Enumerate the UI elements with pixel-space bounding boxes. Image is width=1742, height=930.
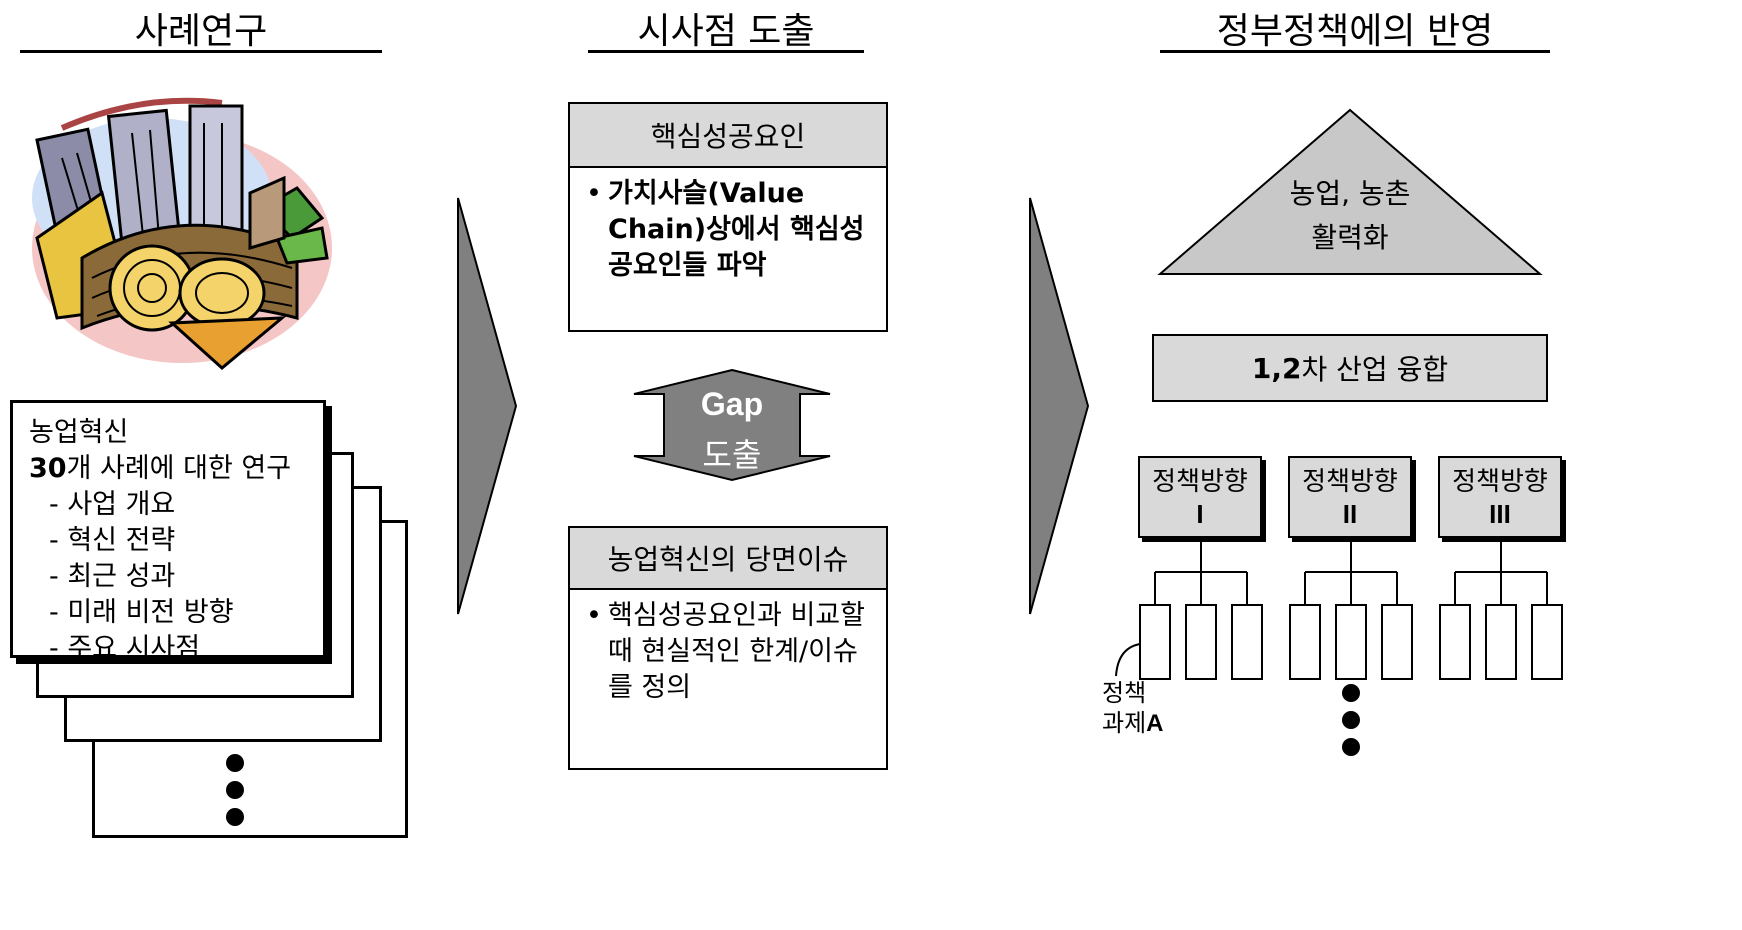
key-success-text: •가치사슬(Value Chain)상에서 핵심성공요인들 파악 xyxy=(586,178,865,281)
case-card-item: - 혁신 전략 xyxy=(49,525,176,556)
current-issues-box: 농업혁신의 당면이슈 •핵심성공요인과 비교할 때 현실적인 한계/이슈를 정의 xyxy=(568,526,888,770)
policy-direction-1: 정책방향 I xyxy=(1138,456,1262,538)
gap-double-arrow xyxy=(633,368,831,482)
policy-title: 정부정책에의 반영 xyxy=(1216,11,1494,52)
policy-task-box xyxy=(1485,604,1517,680)
policy-direction-3: 정책방향 III xyxy=(1438,456,1562,538)
policy-direction-2: 정책방향 II xyxy=(1288,456,1412,538)
case-card-line1: 농업혁신 xyxy=(29,417,129,448)
flow-arrow-1 xyxy=(457,197,518,615)
ellipsis-dot xyxy=(1342,711,1360,729)
policy-task-box xyxy=(1139,604,1171,680)
policy-task-box xyxy=(1335,604,1367,680)
pyramid-line2: 활력화 xyxy=(1311,221,1389,254)
case-card-item: - 미래 비전 방향 xyxy=(49,597,234,628)
case-card-item: - 주요 시사점 xyxy=(49,633,201,664)
current-issues-text: •핵심성공요인과 비교할 때 현실적인 한계/이슈를 정의 xyxy=(586,600,865,703)
policy-task-box xyxy=(1439,604,1471,680)
case-card-item: - 사업 개요 xyxy=(49,489,176,520)
case-study-card: 농업혁신 30개 사례에 대한 연구 - 사업 개요 - 혁신 전략 - 최근 … xyxy=(10,400,326,664)
policy-rule xyxy=(1160,50,1550,53)
flow-arrow-2 xyxy=(1029,197,1090,615)
pyramid-line1: 농업, 농촌 xyxy=(1289,177,1411,210)
ellipsis-dot xyxy=(226,808,244,826)
ellipsis-dot xyxy=(226,754,244,772)
policy-task-box xyxy=(1289,604,1321,680)
case-card-item: - 최근 성과 xyxy=(49,561,176,592)
implications-rule xyxy=(588,50,864,53)
key-success-header: 핵심성공요인 xyxy=(570,104,886,168)
farm-city-clipart-icon xyxy=(32,97,332,370)
implications-title: 시사점 도출 xyxy=(637,11,815,52)
vision-pyramid xyxy=(1157,108,1543,275)
policy-task-box xyxy=(1531,604,1563,680)
current-issues-header: 농업혁신의 당면이슈 xyxy=(570,528,886,590)
ellipsis-dot xyxy=(1342,684,1360,702)
policy-task-box xyxy=(1381,604,1413,680)
case-study-rule xyxy=(20,50,382,53)
ellipsis-dot xyxy=(226,781,244,799)
ellipsis-dot xyxy=(1342,738,1360,756)
policy-task-label: 정책 과제A xyxy=(1102,679,1164,737)
gap-derive-label: 도출 xyxy=(702,436,762,474)
policy-task-box xyxy=(1185,604,1217,680)
case-card-line2: 30개 사례에 대한 연구 xyxy=(29,453,292,484)
case-study-title: 사례연구 xyxy=(134,11,268,52)
policy-task-box xyxy=(1231,604,1263,680)
key-success-box: 핵심성공요인 •가치사슬(Value Chain)상에서 핵심성공요인들 파악 xyxy=(568,102,888,332)
gap-label: Gap xyxy=(700,386,764,422)
